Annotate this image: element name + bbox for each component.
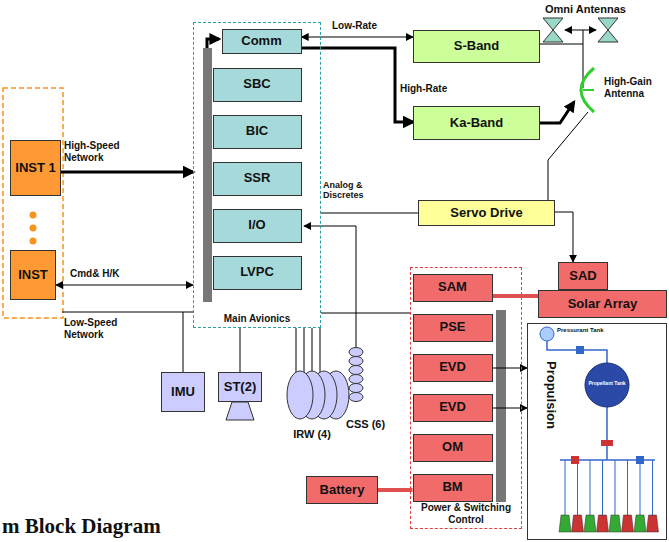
dish-feed xyxy=(583,89,594,91)
node-label: I/O xyxy=(248,218,265,233)
node-label: EVD xyxy=(439,400,466,415)
avionics-card: LVPC xyxy=(213,256,302,290)
node-label: PSE xyxy=(439,320,465,335)
reaction-wheels xyxy=(287,371,349,419)
antenna-label: Omni Antennas xyxy=(545,3,655,16)
node-label: LVPC xyxy=(240,265,274,280)
node-label: SAM xyxy=(438,280,467,295)
node-label: Ka-Band xyxy=(450,116,503,131)
power-card: OM xyxy=(413,434,493,462)
avionics-card: SBC xyxy=(213,68,302,102)
tank-label: Propellant Tank xyxy=(587,381,627,387)
propulsion-panel: Propulsion xyxy=(527,323,667,540)
ellipsis-dots xyxy=(30,212,37,245)
signal-connector xyxy=(302,37,414,38)
node-label: Solar Array xyxy=(568,297,638,312)
signal-connector xyxy=(302,48,414,122)
node-label: OM xyxy=(442,440,463,455)
power-card: EVD xyxy=(413,394,493,422)
signal-connector xyxy=(61,171,193,174)
instrument-box: INST 1 xyxy=(10,140,61,196)
node-label: BIC xyxy=(246,124,268,139)
connector-label: High-Speed Network xyxy=(64,140,159,163)
tank-label: Pressurant Tank xyxy=(557,327,612,334)
avionics-group: CommSBC BIC SSR I/O LVPC Main Avionics xyxy=(193,22,321,328)
antenna-label: High-Gain Antenna xyxy=(604,76,664,99)
node-label: SSR xyxy=(244,171,271,186)
node-label: INST 1 xyxy=(15,161,55,176)
connector-label: High-Rate xyxy=(400,83,460,95)
node-label: EVD xyxy=(439,360,466,375)
avionics-backplane xyxy=(203,48,212,302)
component-label: IRW (4) xyxy=(282,428,342,441)
drive-box: SAD xyxy=(558,262,608,290)
node-label: IMU xyxy=(171,385,195,400)
connector-label: Low-Rate xyxy=(332,20,392,32)
avionics-card: BIC xyxy=(213,115,302,149)
power-card: PSE xyxy=(413,314,493,342)
sensor-drops xyxy=(183,312,320,372)
power-line xyxy=(378,488,413,492)
s-band-feed xyxy=(540,44,583,45)
sensor-box: IMU xyxy=(161,372,205,412)
node-label: SAD xyxy=(569,269,596,284)
signal-label: Analog & Discretes xyxy=(323,180,378,201)
gimbal-drive-line xyxy=(548,112,588,200)
omni-antenna xyxy=(543,18,618,42)
instrument-box: INST xyxy=(10,250,56,300)
node-label: Comm xyxy=(241,34,281,49)
avionics-card: Comm xyxy=(222,29,302,54)
signal-connector xyxy=(555,212,573,262)
bus-label: Low-Speed Network xyxy=(64,317,134,340)
high-gain-dish xyxy=(581,68,594,112)
power-backplane xyxy=(496,310,506,502)
instrument-group xyxy=(3,88,63,318)
power-line xyxy=(493,294,539,298)
avionics-card: SSR xyxy=(213,162,302,196)
node-label: Main Avionics xyxy=(196,313,318,325)
power-card: SAM xyxy=(413,274,493,302)
node-label: Power & Switching Control xyxy=(413,502,519,525)
drive-box: Servo Drive xyxy=(418,200,555,226)
node-label: S-Band xyxy=(454,39,500,54)
node-label: SBC xyxy=(243,77,270,92)
propulsion-plumbing xyxy=(540,327,659,532)
radio-box: Ka-Band xyxy=(413,106,540,140)
star-tracker-baffle xyxy=(226,402,254,420)
component-label: CSS (6) xyxy=(346,418,396,431)
sensor-box: ST(2) xyxy=(218,372,262,402)
node-label: ST(2) xyxy=(224,380,257,395)
sun-sensors xyxy=(349,348,363,402)
diagram-title: m Block Diagram xyxy=(2,514,161,539)
signal-connector xyxy=(56,285,193,286)
node-label: Servo Drive xyxy=(450,206,522,221)
power-group: SAM PSE EVD EVD OM BM Power & Switching Contro… xyxy=(410,267,522,529)
ka-band-feed xyxy=(540,102,574,123)
battery-box: Battery xyxy=(306,476,378,504)
avionics-card: I/O xyxy=(213,209,302,243)
power-card: EVD xyxy=(413,354,493,382)
node-label: INST xyxy=(18,268,48,283)
node-label: BM xyxy=(442,480,462,495)
radio-box: S-Band xyxy=(413,30,540,63)
connector-label: Cmd& H/K xyxy=(70,268,150,280)
power-card: BM xyxy=(413,474,493,502)
node-label: Propulsion xyxy=(543,361,558,429)
css-signal-line xyxy=(304,226,356,347)
solar-array-box: Solar Array xyxy=(538,290,667,318)
signal-connector xyxy=(321,213,418,214)
comm-link xyxy=(207,39,219,48)
antenna-link xyxy=(565,30,596,31)
node-label: Battery xyxy=(320,483,365,498)
